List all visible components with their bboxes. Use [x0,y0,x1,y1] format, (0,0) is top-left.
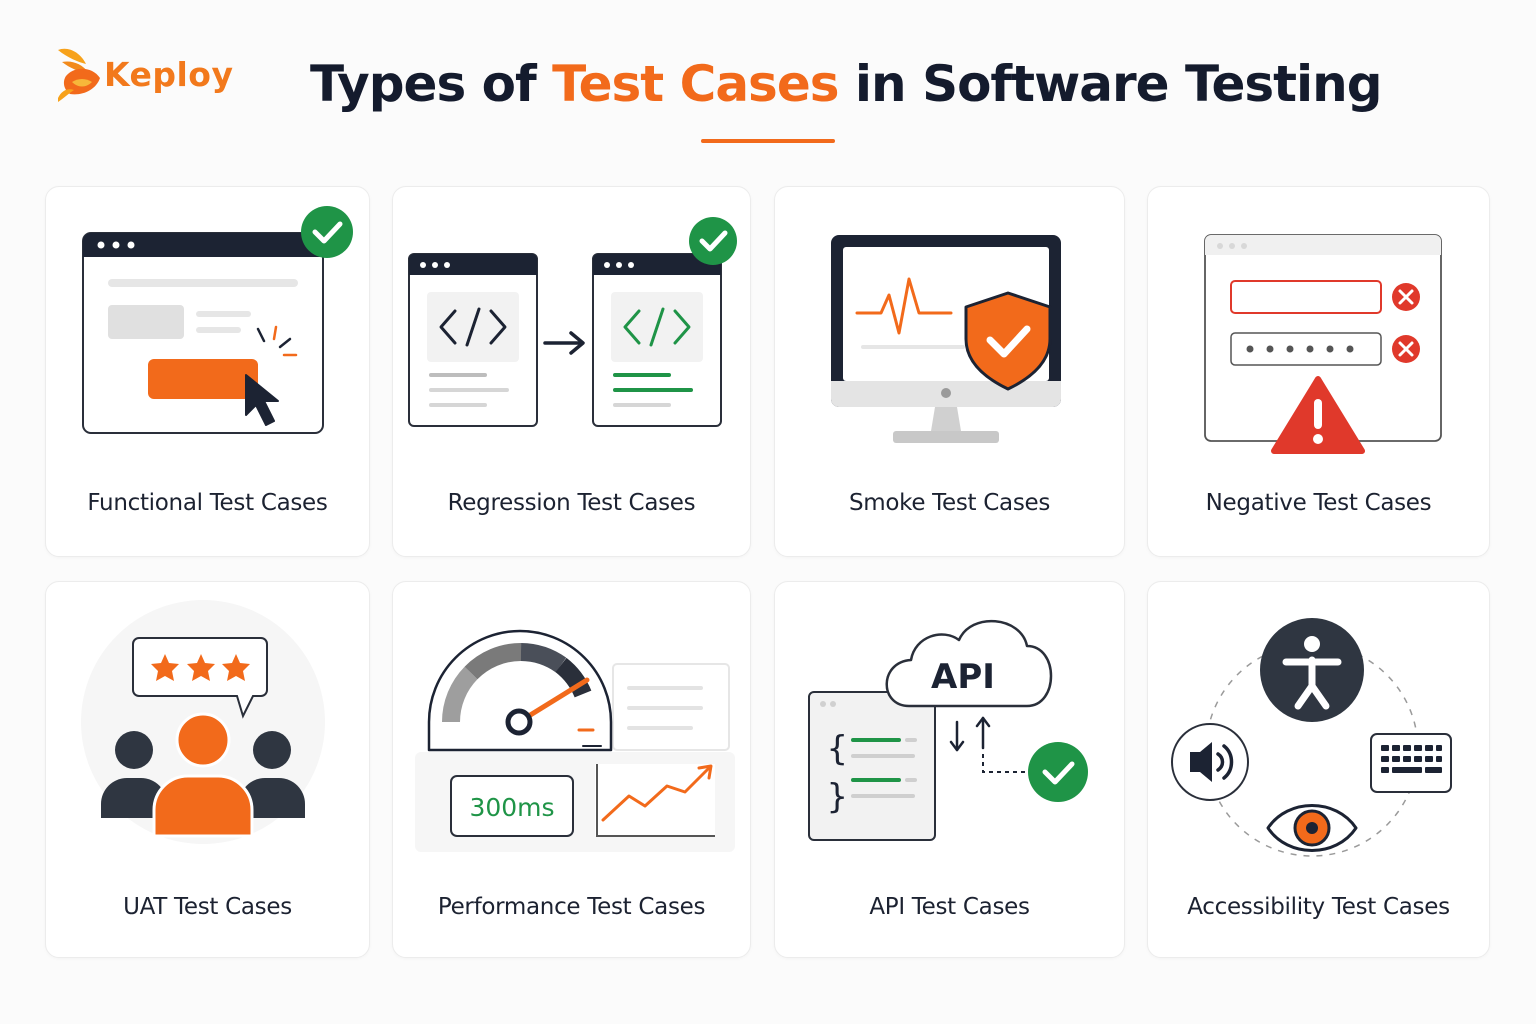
card-negative: Negative Test Cases [1147,186,1490,557]
svg-text:}: } [827,777,847,817]
keploy-logo: Keploy [52,42,234,106]
title-underline [701,139,835,143]
card-uat: UAT Test Cases [45,581,370,958]
card-functional: Functional Test Cases [45,186,370,557]
functional-illustration-icon [82,206,353,434]
card-label: UAT Test Cases [123,894,292,920]
negative-illustration-icon [1204,234,1442,454]
card-label: Functional Test Cases [87,490,328,516]
card-label: Negative Test Cases [1205,490,1432,516]
card-performance: 300ms Performance Test Cases [392,581,751,958]
card-api: { } API API Test Cases [774,581,1125,958]
uat-illustration-icon [81,600,325,844]
api-cloud-label: API [931,657,995,697]
title-prefix: Types of [310,55,537,113]
card-smoke: Smoke Test Cases [774,186,1125,557]
page-title: Types of Test Cases in Software Testing [310,55,1383,113]
api-illustration-icon: { } API [808,619,1088,841]
brand-name: Keploy [104,54,234,94]
accessibility-illustration-icon [1171,618,1452,857]
card-regression: Regression Test Cases [392,186,751,557]
card-label: Smoke Test Cases [848,490,1051,516]
title-suffix: in Software Testing [854,55,1383,113]
svg-text:{: { [827,729,847,769]
card-label: API Test Cases [869,894,1030,920]
performance-illustration-icon: 300ms [415,629,735,852]
title-accent: Test Cases [552,55,839,113]
card-accessibility: Accessibility Test Cases [1147,581,1490,958]
card-label: Regression Test Cases [447,490,696,516]
card-label: Accessibility Test Cases [1187,894,1450,920]
latency-value: 300ms [469,793,554,822]
card-label: Performance Test Cases [437,894,706,920]
regression-illustration-icon [408,217,737,427]
smoke-illustration-icon [831,235,1061,443]
rabbit-logo-icon [58,48,100,102]
